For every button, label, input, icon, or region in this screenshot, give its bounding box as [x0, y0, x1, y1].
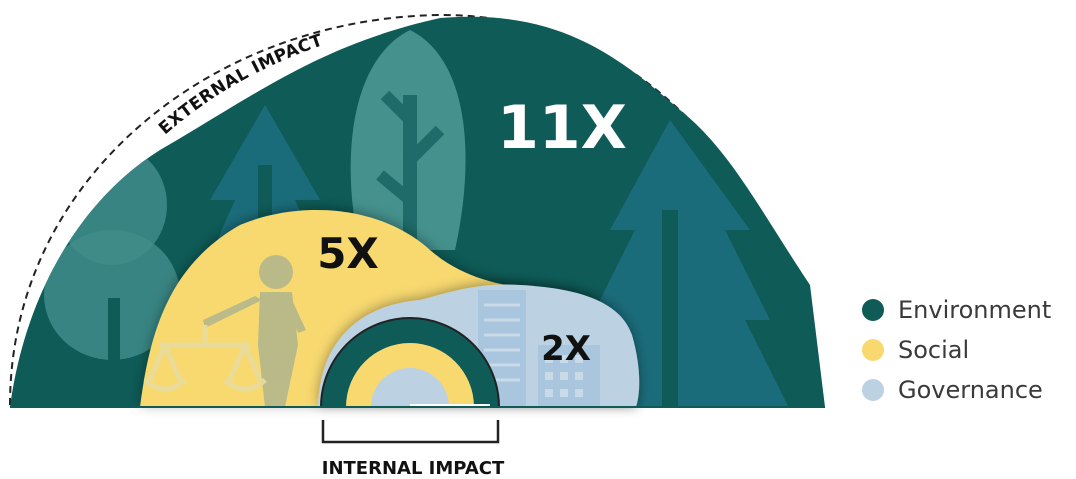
legend-item-environment: Environment	[862, 293, 1051, 327]
justice-figure-icon	[203, 255, 306, 407]
governance-multiplier: 2X	[541, 329, 591, 369]
legend-label: Governance	[898, 376, 1043, 404]
social-dot-icon	[862, 339, 884, 361]
social-multiplier: 5X	[317, 229, 379, 278]
legend: Environment Social Governance	[862, 293, 1051, 407]
scales-icon	[143, 325, 267, 392]
environment-dot-icon	[862, 299, 884, 321]
internal-core	[319, 317, 501, 408]
leaf-tree-icon	[350, 30, 466, 255]
legend-label: Social	[898, 336, 970, 364]
governance-layer	[318, 284, 640, 407]
internal-impact-label: INTERNAL IMPACT	[322, 458, 505, 479]
legend-label: Environment	[898, 296, 1052, 324]
legend-item-governance: Governance	[862, 373, 1051, 407]
environment-multiplier: 11X	[497, 93, 627, 163]
internal-bracket	[321, 420, 500, 444]
legend-item-social: Social	[862, 333, 1051, 367]
governance-dot-icon	[862, 379, 884, 401]
building-icon	[478, 290, 600, 407]
